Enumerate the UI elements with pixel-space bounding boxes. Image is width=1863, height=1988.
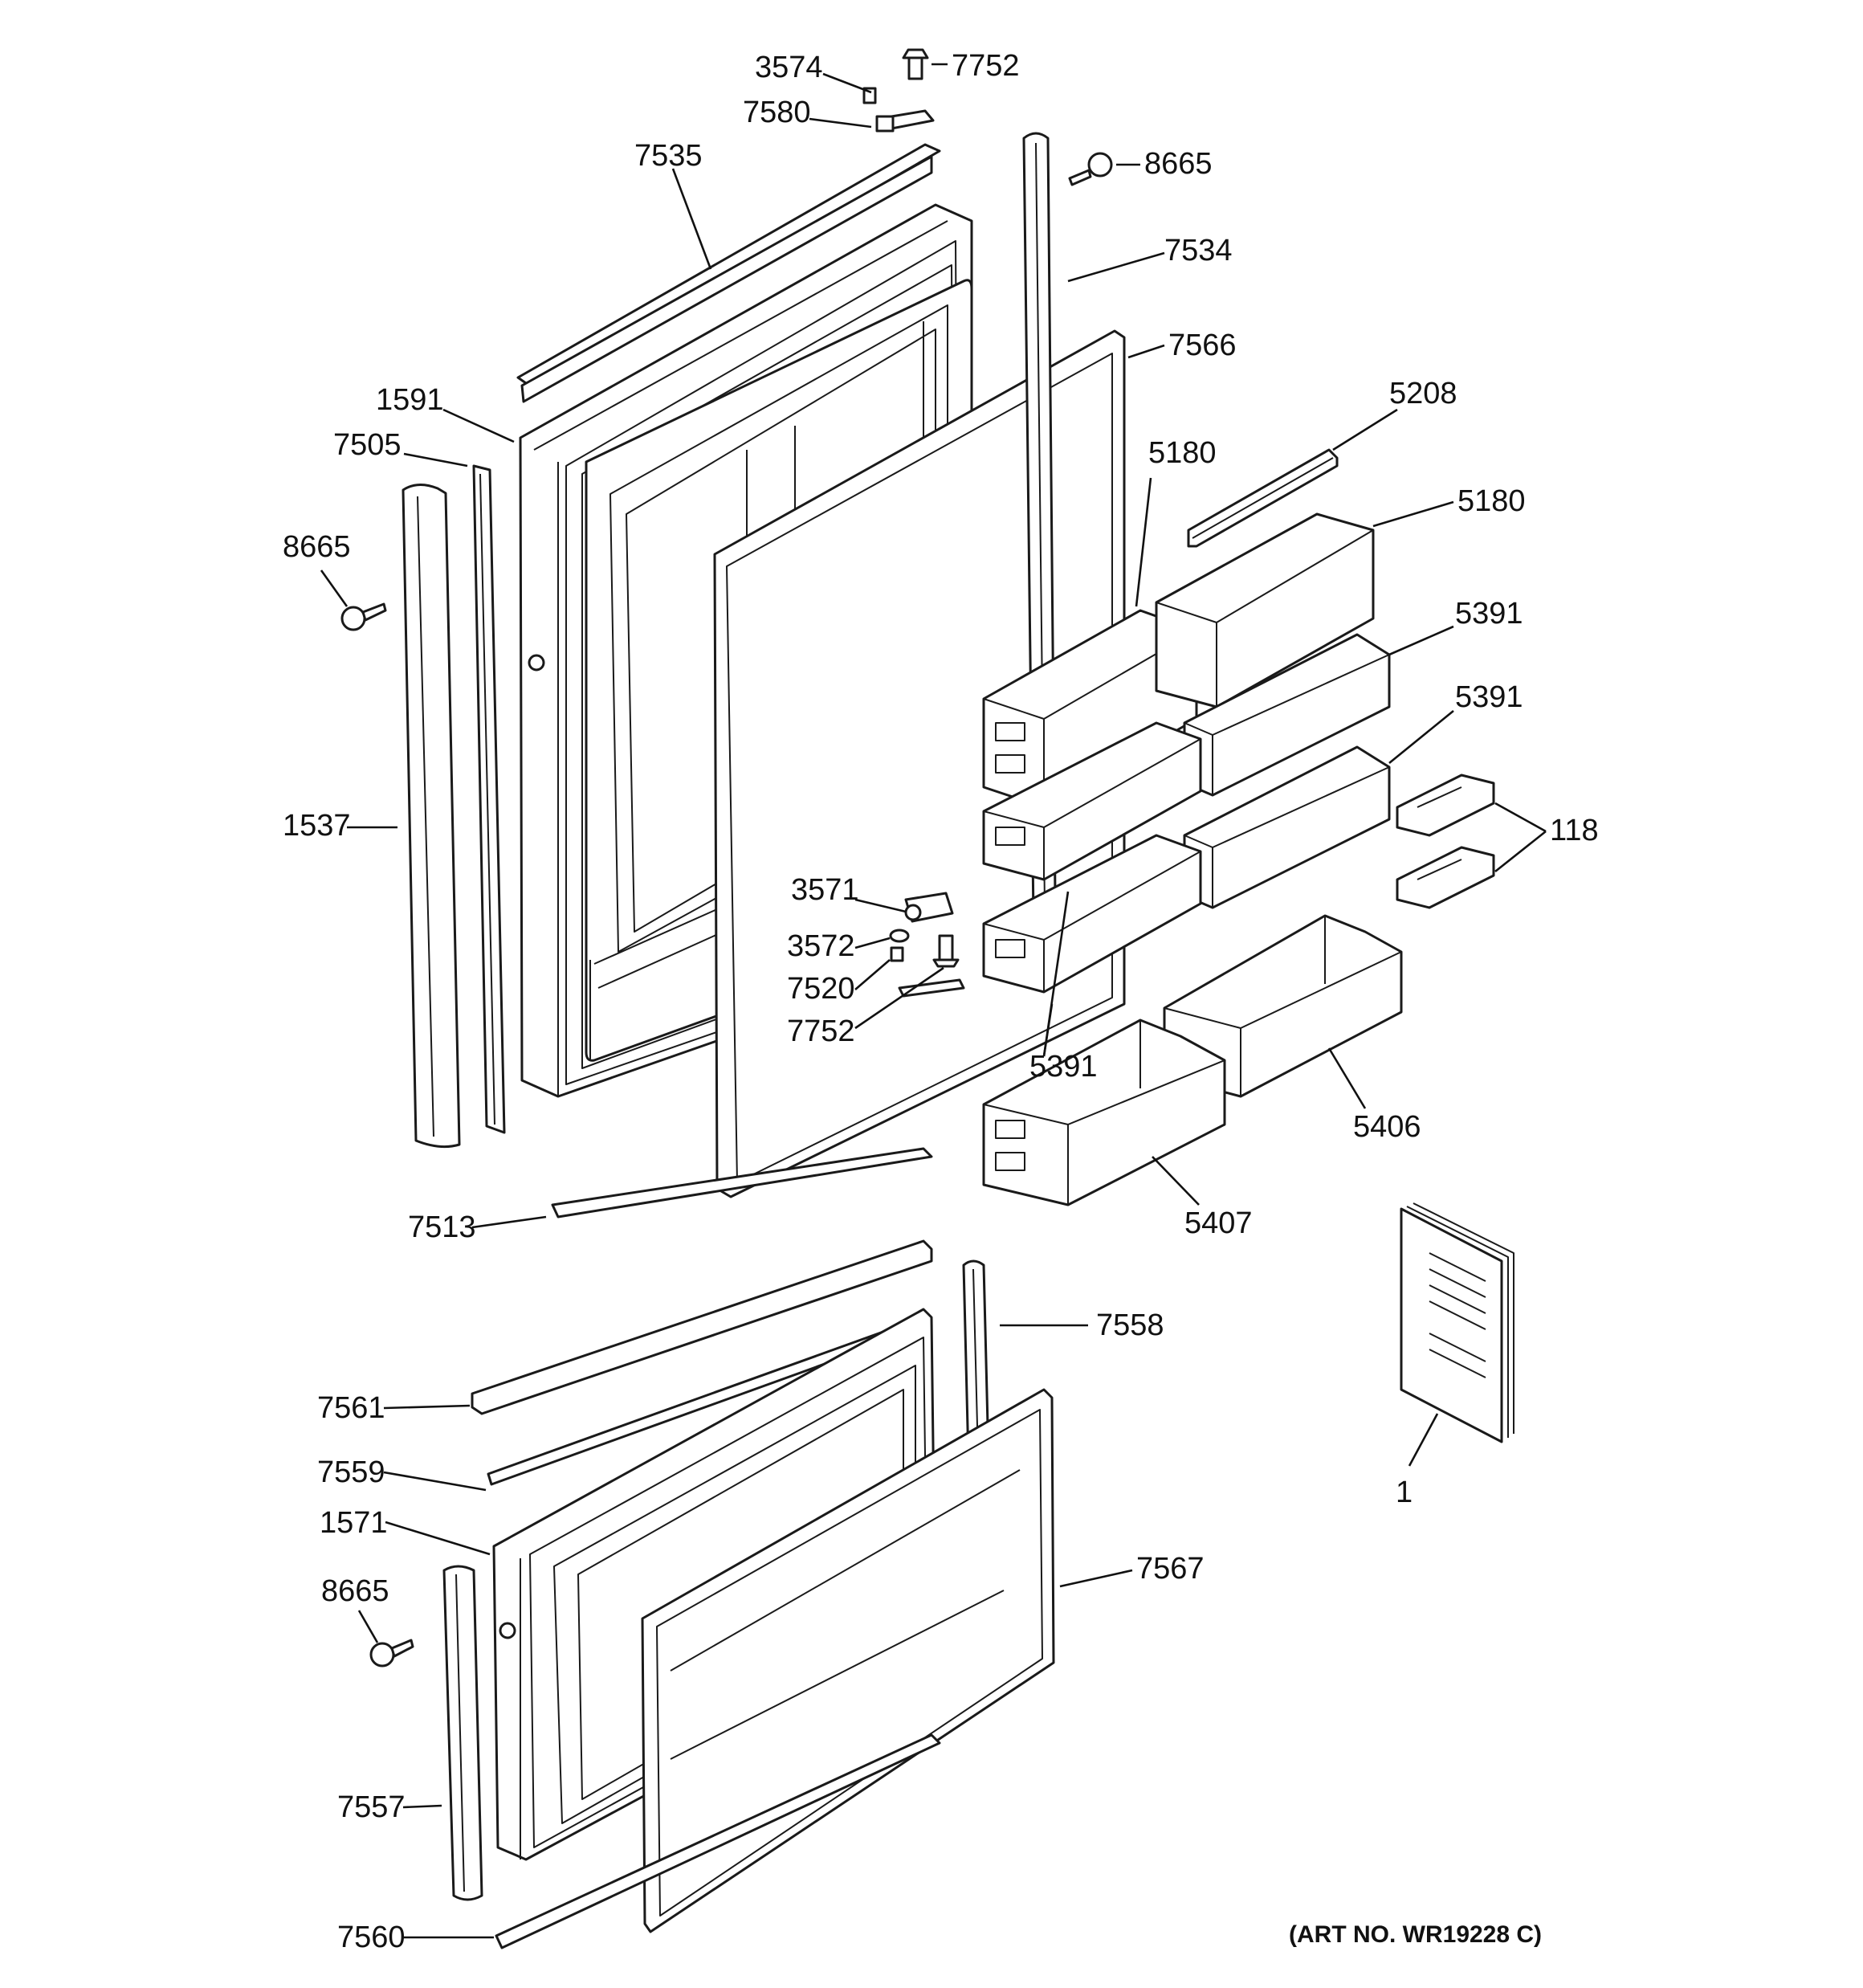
callout-1591: 1591 xyxy=(376,383,444,417)
callout-7752: 7752 xyxy=(952,49,1020,83)
callout-7557: 7557 xyxy=(337,1790,406,1824)
bottom-trim-7560 xyxy=(495,1733,941,1949)
door-handle-1537 xyxy=(402,484,461,1149)
top-hinge-assembly xyxy=(862,48,935,133)
top-trim-7561 xyxy=(471,1239,933,1415)
egg-tray-118 xyxy=(1396,774,1495,909)
art-number: (ART NO. WR19228 C) xyxy=(1289,1921,1542,1948)
callout-5180: 5180 xyxy=(1148,436,1217,470)
callout-1537: 1537 xyxy=(283,809,351,843)
callout-8665: 8665 xyxy=(283,530,351,564)
callout-7559: 7559 xyxy=(317,1455,385,1489)
callout-7513: 7513 xyxy=(408,1210,476,1244)
vertical-trim-7505 xyxy=(472,464,506,1134)
freezer-handle-7557 xyxy=(442,1565,483,1901)
bottom-hinge-assembly xyxy=(889,892,965,998)
callout-7535: 7535 xyxy=(634,139,703,173)
shelf-5208 xyxy=(1187,448,1339,548)
bottom-trim-7513 xyxy=(551,1147,933,1219)
door-bin-5407 xyxy=(982,1018,1226,1206)
callout-5391: 5391 xyxy=(1455,680,1523,714)
screw-8665-left xyxy=(340,602,387,631)
freezer-gasket-7567 xyxy=(641,1388,1055,1933)
door-bin-5391-left-lower xyxy=(982,834,1202,994)
callout-7566: 7566 xyxy=(1168,329,1237,362)
callout-5180: 5180 xyxy=(1457,484,1526,518)
callout-5406: 5406 xyxy=(1353,1110,1421,1144)
callout-5208: 5208 xyxy=(1389,377,1457,410)
callout-1: 1 xyxy=(1396,1476,1413,1509)
callout-8665: 8665 xyxy=(321,1574,389,1608)
callout-3571: 3571 xyxy=(791,873,859,907)
callout-labels: 3574 7752 7580 7535 8665 7534 7566 1591 … xyxy=(283,49,1599,1954)
callout-7560: 7560 xyxy=(337,1921,406,1954)
callout-8665: 8665 xyxy=(1144,147,1213,181)
callout-3572: 3572 xyxy=(787,929,855,963)
callout-7558: 7558 xyxy=(1096,1308,1164,1342)
callout-7505: 7505 xyxy=(333,428,402,462)
callout-7520: 7520 xyxy=(787,972,855,1006)
callout-7752: 7752 xyxy=(787,1014,855,1048)
callout-5391: 5391 xyxy=(1029,1050,1098,1084)
screw-8665-low xyxy=(369,1639,414,1668)
callout-7534: 7534 xyxy=(1164,234,1233,267)
top-trim-plate xyxy=(520,155,933,403)
owners-manual-1 xyxy=(1400,1202,1514,1443)
screw-8665-top xyxy=(1068,152,1113,186)
callout-5391: 5391 xyxy=(1455,597,1523,631)
door-bin-5391-left-upper xyxy=(982,721,1202,881)
callout-7561: 7561 xyxy=(317,1391,385,1425)
callout-7580: 7580 xyxy=(743,96,811,129)
callout-5407: 5407 xyxy=(1184,1206,1253,1240)
callout-1571: 1571 xyxy=(320,1506,388,1540)
dairy-compartment-5180-right xyxy=(1155,512,1375,708)
leader-lines xyxy=(320,63,1547,1939)
callout-3574: 3574 xyxy=(755,51,823,84)
callout-118: 118 xyxy=(1550,814,1599,847)
callout-7567: 7567 xyxy=(1136,1552,1205,1586)
